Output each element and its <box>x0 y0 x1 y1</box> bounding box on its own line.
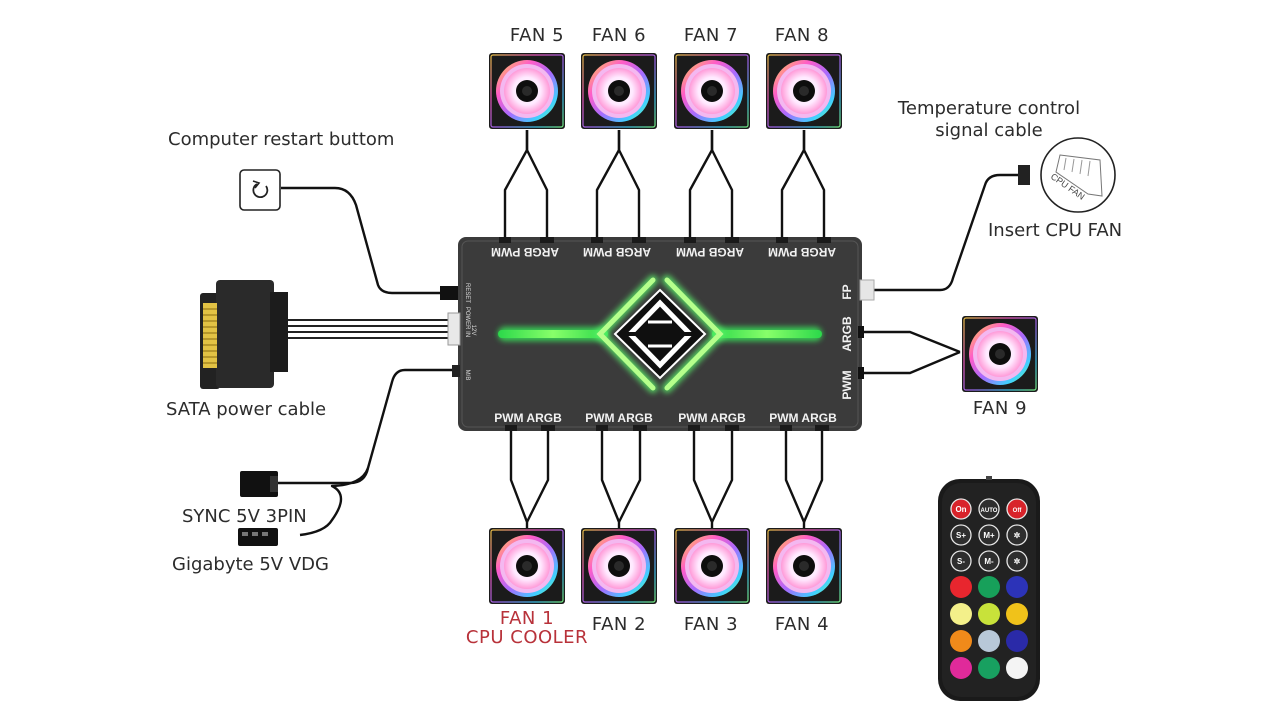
temperature-label-line1: Temperature control <box>897 98 1081 119</box>
sata-connector-icon <box>200 280 288 389</box>
fp-connector <box>859 279 875 301</box>
fan-8-label: FAN 8 <box>774 25 830 46</box>
remote-button-label-5: M+ <box>983 531 995 540</box>
restart-label: Computer restart buttom <box>168 129 395 150</box>
insert-cpu-fan-label: Insert CPU FAN <box>988 220 1123 241</box>
remote-color-button-12[interactable] <box>1006 657 1028 679</box>
fan-9-label: FAN 9 <box>972 398 1028 419</box>
remote-color-button-6[interactable] <box>1006 603 1028 625</box>
top-port-label-2: ARGB PWM <box>583 245 651 259</box>
remote-color-button-5[interactable] <box>978 603 1000 625</box>
fan-3 <box>673 527 751 605</box>
left-label-reset: RESET <box>464 283 470 303</box>
fan-6 <box>580 52 658 130</box>
sync-label: SYNC 5V 3PIN <box>182 506 307 527</box>
remote-button-label-6: ✲ <box>1014 531 1021 540</box>
fan-4 <box>765 527 843 605</box>
side-label-pwm: PWM <box>840 370 854 399</box>
fan-1-sublabel: CPU COOLER <box>465 627 589 648</box>
gigabyte-label: Gigabyte 5V VDG <box>172 554 329 575</box>
remote-color-button-3[interactable] <box>1006 576 1028 598</box>
cables <box>277 130 1020 537</box>
fan-4-label: FAN 4 <box>774 614 830 635</box>
remote-button-5[interactable] <box>978 524 1000 546</box>
fan-1-label: FAN 1 <box>499 608 555 629</box>
remote-button-label-1: On <box>955 505 966 514</box>
remote-color-button-1[interactable] <box>950 576 972 598</box>
gigabyte-connector-icon <box>238 528 278 546</box>
left-label-voltage: 12V <box>470 325 476 336</box>
fan-5 <box>488 52 566 130</box>
restart-button-icon <box>239 169 281 211</box>
bottom-port-label-1: PWM ARGB <box>494 411 562 425</box>
top-port-label-3: ARGB PWM <box>676 245 744 259</box>
fan-2-label: FAN 2 <box>591 614 647 635</box>
power-connector <box>447 312 461 346</box>
mb-connector <box>452 365 460 377</box>
sync-connector-icon <box>240 471 278 497</box>
top-port-label-4: ARGB PWM <box>768 245 836 259</box>
remote-button-1[interactable] <box>950 498 972 520</box>
remote-color-button-7[interactable] <box>950 630 972 652</box>
fan-8 <box>765 52 843 130</box>
fan-5-label: FAN 5 <box>509 25 565 46</box>
fan-9 <box>961 315 1039 393</box>
side-label-argb: ARGB <box>840 316 854 352</box>
remote-color-button-2[interactable] <box>978 576 1000 598</box>
remote-button-label-9: ✲ <box>1014 557 1021 566</box>
remote-button-6[interactable] <box>1006 524 1028 546</box>
top-port-label-1: ARGB PWM <box>491 245 559 259</box>
hub-board: ARGB PWM ARGB PWM ARGB PWM ARGB PWM PWM … <box>440 237 875 431</box>
fan-3-label: FAN 3 <box>683 614 739 635</box>
bottom-port-label-2: PWM ARGB <box>585 411 653 425</box>
remote-button-2[interactable] <box>978 498 1000 520</box>
temperature-connector-icon: CPU FAN <box>1018 137 1116 213</box>
remote-button-label-2: AUTO <box>981 508 998 514</box>
remote-button-label-8: M- <box>984 557 994 566</box>
remote-button-label-3: Off <box>1013 508 1023 514</box>
fan-6-label: FAN 6 <box>591 25 647 46</box>
bottom-port-label-4: PWM ARGB <box>769 411 837 425</box>
bottom-port-label-3: PWM ARGB <box>678 411 746 425</box>
fan-7 <box>673 52 751 130</box>
left-label-mb: M/B <box>464 370 470 381</box>
remote-color-button-10[interactable] <box>950 657 972 679</box>
remote-button-8[interactable] <box>978 550 1000 572</box>
fan-2 <box>580 527 658 605</box>
remote-button-3[interactable] <box>1006 498 1028 520</box>
remote-button-label-4: S+ <box>956 531 966 540</box>
remote-color-button-8[interactable] <box>978 630 1000 652</box>
sata-label: SATA power cable <box>166 399 327 420</box>
remote-color-button-11[interactable] <box>978 657 1000 679</box>
reset-connector <box>440 286 458 300</box>
remote-button-label-7: S- <box>957 557 965 566</box>
fan-7-label: FAN 7 <box>683 25 739 46</box>
left-label-power: POWER IN <box>464 307 470 337</box>
fan-1 <box>488 527 566 605</box>
side-label-fp: FP <box>840 284 854 299</box>
remote-color-button-9[interactable] <box>1006 630 1028 652</box>
remote-button-9[interactable] <box>1006 550 1028 572</box>
remote-color-button-4[interactable] <box>950 603 972 625</box>
remote-button-4[interactable] <box>950 524 972 546</box>
remote-button-7[interactable] <box>950 550 972 572</box>
temperature-label-line2: signal cable <box>935 120 1043 141</box>
